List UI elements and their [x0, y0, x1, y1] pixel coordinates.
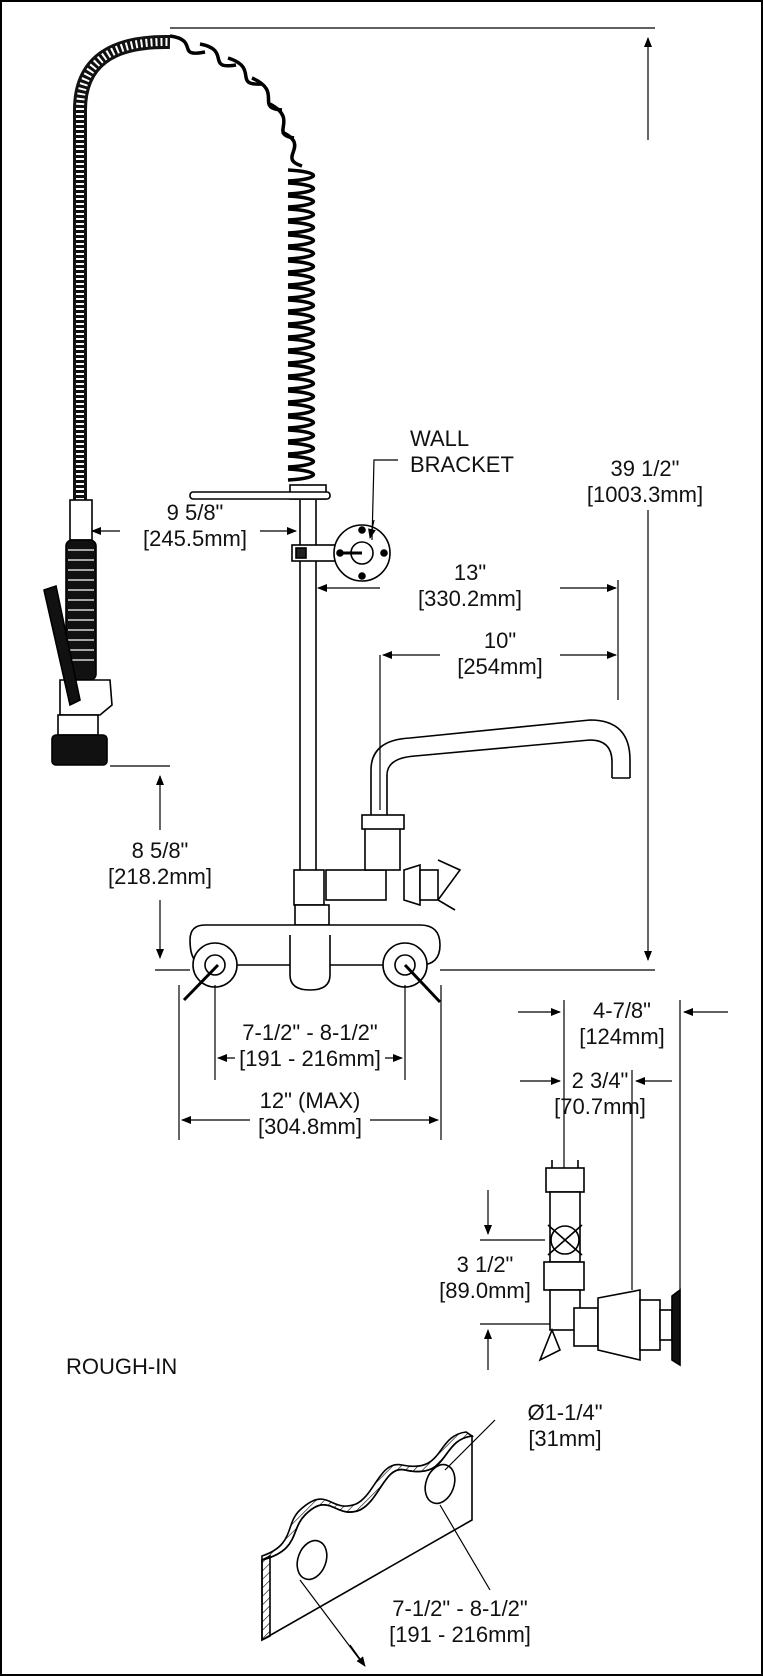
- spring-coil-loop: [287, 467, 315, 482]
- spring-coil-loop: [287, 350, 315, 365]
- dim-valve-height: 3 1/2" [89.0mm]: [430, 1252, 540, 1304]
- spring-coil-loop: [287, 298, 315, 313]
- spring-coil-loop: [287, 337, 315, 352]
- wall-bracket-label: WALL BRACKET: [410, 426, 514, 478]
- bracket-label: BRACKET: [410, 452, 514, 477]
- dim-projection-metric: [124mm]: [579, 1024, 665, 1049]
- dimension-lines: [91, 27, 728, 1370]
- dim-spout-10: 10" [254mm]: [440, 628, 560, 680]
- dim-spout-10-metric: [254mm]: [457, 654, 543, 679]
- spring-coil-loop: [287, 415, 315, 430]
- spring-vertical: [287, 168, 315, 482]
- dim-pre-rinse-offset: 9 5/8" [245.5mm]: [130, 500, 260, 552]
- dim-reach-13: 13" [330.2mm]: [400, 560, 540, 612]
- dim-width-max-imperial: 12" (MAX): [259, 1088, 361, 1113]
- spring-coil-loop: [287, 389, 315, 404]
- dim-reach-13-imperial: 13": [453, 560, 487, 585]
- dim-valve-height-imperial: 3 1/2": [456, 1252, 514, 1277]
- spring-coil-loop: [287, 207, 315, 222]
- dim-valve-height-metric: [89.0mm]: [439, 1278, 531, 1303]
- spring-coil-loop: [287, 246, 315, 261]
- dim-side-offset: 2 3/4" [70.7mm]: [540, 1068, 660, 1120]
- spring-coil-loop: [287, 220, 315, 235]
- dim-rough-centers-metric: [191 - 216mm]: [389, 1622, 531, 1647]
- spring-coil-loop: [287, 285, 315, 300]
- spring-loops: [169, 34, 303, 168]
- spring-coil-loop: [287, 363, 315, 378]
- spring-coil-loop: [287, 402, 315, 417]
- spring-coil-loop: [287, 428, 315, 443]
- dim-side-offset-metric: [70.7mm]: [554, 1094, 646, 1119]
- dim-width-max-metric: [304.8mm]: [258, 1114, 362, 1139]
- spring-coil-loop: [287, 376, 315, 391]
- spring-coil-loop: [287, 259, 315, 274]
- spring-coil-loop: [287, 454, 315, 469]
- dim-width-max: 12" (MAX) [304.8mm]: [240, 1088, 380, 1140]
- spring-coil: [170, 42, 305, 500]
- dim-hole-dia-imperial: Ø1-1/4": [527, 1400, 603, 1425]
- dim-projection-imperial: 4-7/8": [593, 998, 651, 1023]
- rough-in-plate: [261, 1419, 496, 1667]
- dim-spout-10-imperial: 10": [483, 628, 517, 653]
- spring-coil-loop: [287, 233, 315, 248]
- spring-coil-loop: [287, 181, 315, 196]
- spring-coil-loop: [287, 168, 315, 183]
- dim-height-total-imperial: 39 1/2": [610, 456, 680, 481]
- side-view-valve: [538, 1160, 681, 1367]
- dim-pre-rinse-offset-metric: [245.5mm]: [143, 526, 247, 551]
- spring-coil-loop: [287, 194, 315, 209]
- dim-centers-metric: [191 - 216mm]: [239, 1046, 381, 1071]
- dim-centers: 7-1/2" - 8-1/2" [191 - 216mm]: [220, 1020, 400, 1072]
- dim-rough-centers-imperial: 7-1/2" - 8-1/2": [392, 1596, 528, 1621]
- spring-coil-loop: [287, 324, 315, 339]
- dim-centers-imperial: 7-1/2" - 8-1/2": [242, 1020, 378, 1045]
- dim-spray-height-imperial: 8 5/8": [131, 838, 189, 863]
- dim-pre-rinse-offset-imperial: 9 5/8": [166, 500, 224, 525]
- dim-projection: 4-7/8" [124mm]: [566, 998, 678, 1050]
- wall-label: WALL: [410, 426, 470, 451]
- dim-spray-height-metric: [218.2mm]: [108, 864, 212, 889]
- spring-coil-loop: [287, 441, 315, 456]
- dim-height-total: 39 1/2" [1003.3mm]: [580, 456, 710, 508]
- dim-rough-centers: 7-1/2" - 8-1/2" [191 - 216mm]: [370, 1596, 550, 1648]
- dim-spray-height: 8 5/8" [218.2mm]: [95, 838, 225, 890]
- spring-coil-loop: [287, 272, 315, 287]
- dim-hole-dia-metric: [31mm]: [528, 1426, 602, 1451]
- dim-height-total-metric: [1003.3mm]: [586, 482, 704, 507]
- dim-reach-13-metric: [330.2mm]: [418, 586, 522, 611]
- dim-hole-dia: Ø1-1/4" [31mm]: [505, 1400, 625, 1452]
- pre-rinse-unit: [43, 34, 631, 1004]
- spring-coil-loop: [287, 311, 315, 326]
- rough-in-title: ROUGH-IN: [66, 1354, 178, 1379]
- dim-side-offset-imperial: 2 3/4": [571, 1068, 629, 1093]
